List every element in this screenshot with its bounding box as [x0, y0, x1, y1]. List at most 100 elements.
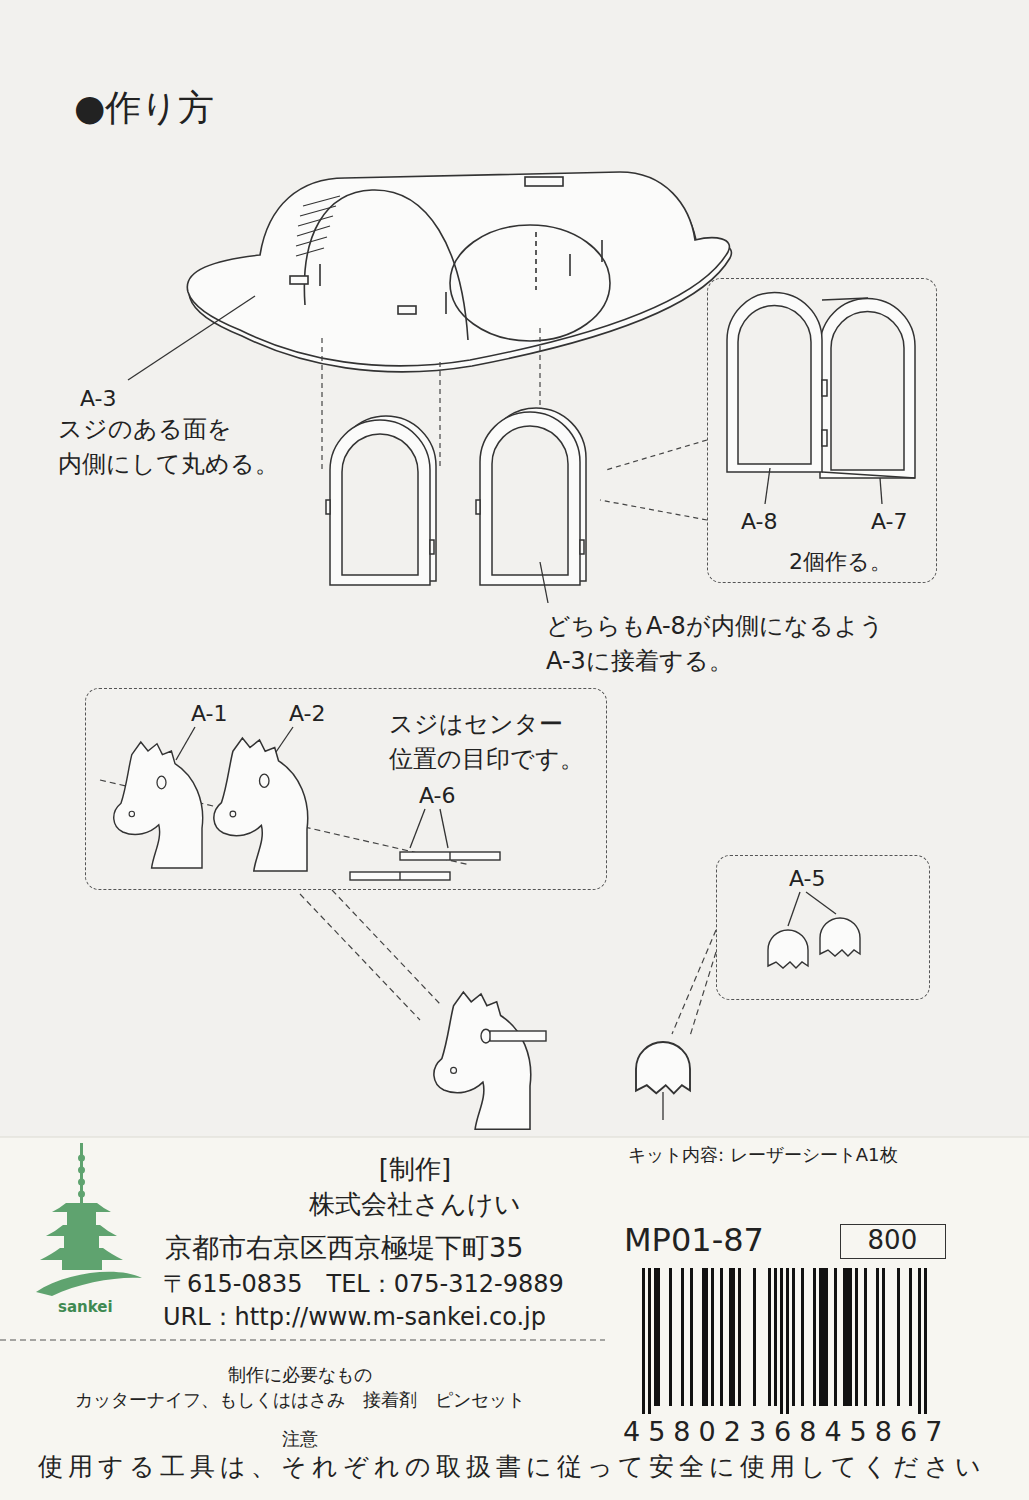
barcode-bar	[705, 1268, 708, 1406]
horse-head	[214, 738, 308, 871]
barcode-bar	[918, 1268, 921, 1414]
barcode-bar	[825, 1268, 828, 1406]
leader-line	[806, 892, 836, 914]
slot	[398, 306, 416, 314]
ear-part	[768, 930, 808, 968]
instruction-note: スジのある面を 内側にして丸める。	[58, 412, 282, 482]
heading: ●作り方	[74, 86, 214, 129]
barcode-bar	[897, 1268, 900, 1406]
barcode-bar	[801, 1268, 804, 1406]
back-window	[450, 225, 610, 341]
horse-head	[434, 992, 531, 1129]
part-label: A-3	[80, 386, 117, 412]
barcode-bar	[657, 1268, 660, 1406]
horse-head	[114, 742, 203, 868]
leader-line	[276, 727, 293, 752]
address: 京都市右京区西京極堤下町35	[165, 1232, 523, 1264]
instruction-note: スジはセンター 位置の目印です。	[389, 707, 587, 777]
barcode-bar	[780, 1268, 783, 1414]
tools-heading: 制作に必要なもの	[228, 1364, 372, 1386]
sheet-ground	[0, 0, 1029, 1138]
part-label: A-1	[191, 701, 228, 727]
barcode-bar	[642, 1268, 645, 1414]
barcode-bar	[882, 1268, 885, 1406]
barcode-bar	[720, 1268, 723, 1406]
slot	[445, 292, 447, 314]
barcode-bar	[822, 1268, 825, 1406]
barcode-bar	[786, 1268, 789, 1414]
part-label: A-6	[419, 783, 456, 809]
product-code: MP01-87	[624, 1221, 764, 1259]
arch-panels	[326, 408, 586, 585]
leader-line	[410, 809, 425, 848]
slot	[290, 276, 308, 284]
barcode-bar	[909, 1268, 912, 1406]
kit-contents: キット内容: レーザーシートA1枚	[628, 1144, 898, 1166]
leader-line	[176, 727, 195, 760]
price: 800	[868, 1225, 918, 1256]
arch-pair	[727, 293, 915, 478]
barcode-bar	[768, 1268, 771, 1406]
price-box: 800	[840, 1224, 946, 1259]
front-opening	[304, 190, 468, 340]
barcode	[642, 1268, 927, 1414]
center-mark	[535, 232, 537, 290]
bar-part	[490, 1031, 546, 1041]
stick	[662, 1092, 663, 1120]
leader-line	[540, 562, 548, 603]
callout-box: A-5	[716, 855, 930, 1000]
barcode-bar	[855, 1268, 858, 1406]
callout-guides	[300, 890, 716, 1036]
slot	[525, 177, 563, 186]
slot	[601, 240, 603, 262]
barcode-bar	[846, 1268, 849, 1406]
leader-line	[788, 892, 800, 926]
part-label: A-7	[871, 509, 908, 535]
callout-box: A-1 A-2 スジはセンター 位置の目印です。 A-6	[85, 688, 607, 890]
barcode-bar	[864, 1268, 867, 1406]
rocker-outline	[187, 172, 729, 366]
instruction-note: 2個作る。	[789, 549, 892, 575]
ear-part	[820, 918, 860, 956]
barcode-bar	[702, 1268, 705, 1406]
band-edge	[0, 1137, 1029, 1138]
barcode-bar	[819, 1268, 822, 1406]
slot	[569, 254, 571, 276]
part-label: A-8	[741, 509, 778, 535]
barcode-bar	[843, 1268, 846, 1406]
barcode-bar	[876, 1268, 879, 1406]
caution-heading: 注意	[282, 1428, 318, 1450]
phone: 〒615-0835 TEL：075-312-9889	[163, 1270, 564, 1299]
leader-line	[128, 296, 255, 380]
leader-line	[440, 809, 448, 848]
part-label: A-5	[789, 866, 826, 892]
company-name: 株式会社さんけい	[309, 1189, 521, 1220]
maker-heading: [制作]	[379, 1154, 451, 1185]
barcode-bar	[648, 1268, 651, 1414]
slot	[319, 264, 321, 286]
logo-text: sankei	[58, 1298, 113, 1316]
part-label: A-2	[289, 701, 326, 727]
barcode-bar	[834, 1268, 837, 1406]
instruction-note: どちらもA-8が内側になるよう A-3に接着する。	[546, 609, 887, 679]
tools-list: カッターナイフ、もしくははさみ 接着剤 ピンセット	[75, 1389, 525, 1411]
barcode-bar	[732, 1268, 735, 1406]
leader-line	[765, 468, 770, 504]
ear-part	[636, 1042, 690, 1093]
caution-text: 使用する工具は、それぞれの取扱書に従って安全に使用してください	[38, 1452, 986, 1482]
sankei-logo	[36, 1143, 142, 1296]
barcode-bar	[774, 1268, 777, 1406]
barcode-bar	[669, 1268, 672, 1406]
url: URL：http://www.m-sankei.co.jp	[163, 1303, 546, 1332]
barcode-bar	[711, 1268, 714, 1406]
barcode-bar	[729, 1268, 732, 1406]
barcode-bar	[654, 1268, 657, 1406]
barcode-bar	[849, 1268, 852, 1406]
hatching	[296, 196, 340, 256]
barcode-bar	[813, 1268, 816, 1406]
leader-line	[880, 478, 882, 504]
rocker-body	[187, 172, 731, 372]
barcode-number: 4580236845867	[623, 1416, 950, 1448]
barcode-bar	[753, 1268, 756, 1406]
